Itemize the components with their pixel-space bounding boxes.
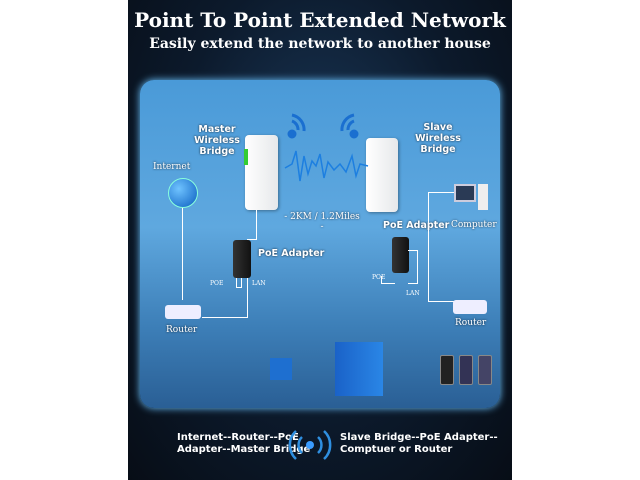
router-left-label: Router <box>166 325 198 335</box>
router-left-icon <box>165 305 201 319</box>
slave-bridge-device <box>366 138 398 212</box>
computer-label: Computer <box>451 220 497 230</box>
cable <box>236 278 242 288</box>
footer-right-text: Slave Bridge--PoE Adapter-- Comptuer or … <box>340 432 498 455</box>
network-diagram-panel: Master Wireless Bridge Slave Wireless Br… <box>140 80 500 408</box>
poe-port-left: POE <box>210 280 224 287</box>
cable <box>247 210 257 240</box>
computer-tower <box>478 184 488 210</box>
footer-left-text: Internet--Router--PoE Adapter--Master Br… <box>177 432 311 455</box>
lan-port-right: LAN <box>406 290 420 297</box>
cable <box>428 192 454 302</box>
master-bridge-device <box>244 135 278 210</box>
lan-port-left: LAN <box>252 280 266 287</box>
slave-bridge-label: Slave Wireless Bridge <box>415 122 461 155</box>
wireless-signal-graphic <box>284 113 369 182</box>
cable <box>408 250 418 284</box>
router-right-icon <box>453 300 487 314</box>
poe-adapter-right-label: PoE Adapter <box>383 220 450 231</box>
poe-adapter-left-device <box>233 240 251 278</box>
poe-adapter-left-label: PoE Adapter <box>258 248 325 259</box>
wifi-icon-left <box>287 113 306 139</box>
building-small-icon <box>270 358 292 380</box>
cable <box>381 276 395 284</box>
distance-label: - 2KM / 1.2Miles - <box>284 212 360 232</box>
cable <box>202 278 248 318</box>
wireless-broadcast-icon <box>288 430 332 460</box>
signal-wave <box>284 150 369 182</box>
poe-adapter-right-device <box>392 237 409 273</box>
subtitle: Easily extend the network to another hou… <box>149 36 491 52</box>
poe-port-right: POE <box>372 274 386 281</box>
internet-label: Internet <box>153 162 191 172</box>
wifi-icon-right <box>340 113 359 139</box>
computer-icon <box>454 184 476 202</box>
master-bridge-label: Master Wireless Bridge <box>194 124 240 157</box>
title: Point To Point Extended Network <box>134 8 506 32</box>
product-banner: Point To Point Extended Network Easily e… <box>128 0 512 480</box>
cable <box>182 208 183 300</box>
building-large-icon <box>335 342 383 396</box>
router-right-label: Router <box>455 318 487 328</box>
phones-icon <box>440 355 496 385</box>
status-leds <box>244 149 248 165</box>
globe-icon <box>168 178 198 208</box>
